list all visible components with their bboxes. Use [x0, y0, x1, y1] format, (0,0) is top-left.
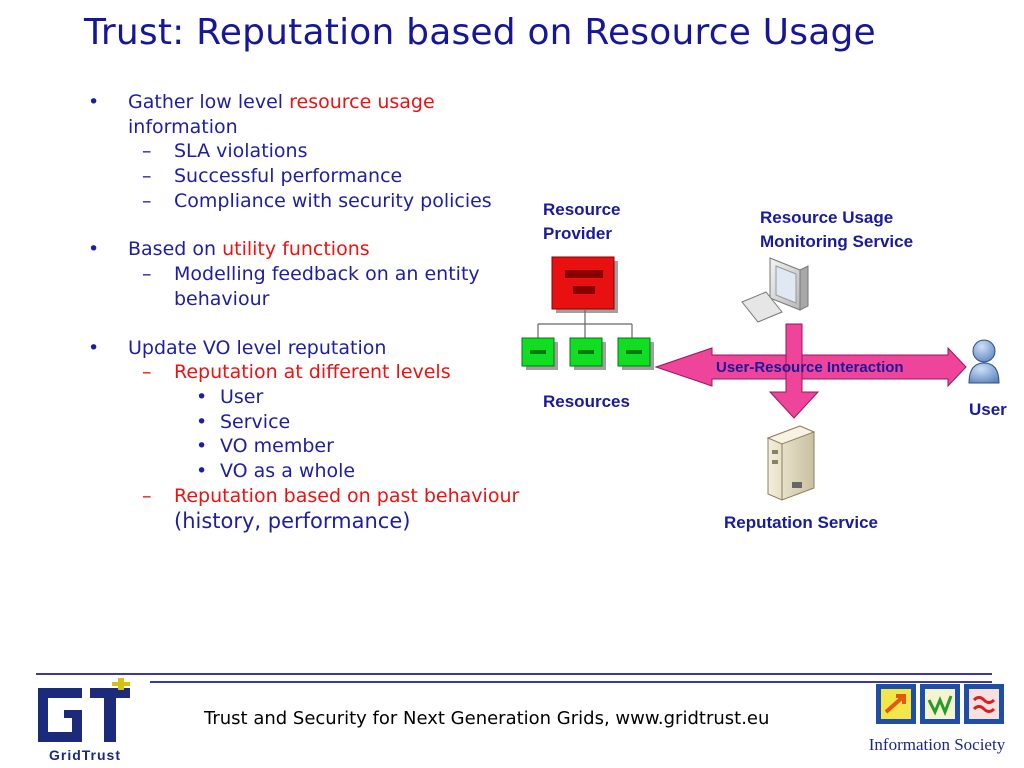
- resource-node: [569, 337, 606, 370]
- bullet-text: Update VO level reputation: [128, 336, 387, 359]
- sub-bullet: – Successful performance: [80, 164, 560, 189]
- resource-node: [617, 337, 654, 370]
- svg-text:Information Society: Information Society: [869, 735, 1006, 754]
- bullet-highlight: utility functions: [222, 238, 370, 261]
- bullet-marker: •: [196, 435, 208, 458]
- sub-bullet-text-cont: (history, performance): [174, 509, 411, 534]
- level-item-text: Service: [220, 410, 291, 433]
- sub-bullet: – Compliance with security policies: [80, 189, 560, 214]
- sub-bullet: – Reputation at different levels: [80, 360, 560, 385]
- level-item: • VO member: [80, 434, 560, 459]
- bullet-marker: •: [88, 336, 100, 359]
- resources-label: Resources: [543, 392, 630, 411]
- dash-marker: –: [142, 189, 152, 212]
- sub-bullet-text: Reputation at different levels: [174, 361, 451, 384]
- bullet-marker: •: [196, 385, 208, 408]
- sub-bullet-text: Compliance with security policies: [174, 189, 492, 212]
- slide-title: Trust: Reputation based on Resource Usag…: [84, 12, 876, 53]
- level-item-text: VO member: [220, 435, 334, 458]
- down-arrow: [768, 323, 820, 419]
- sub-bullet-text: Reputation based on past behaviour: [174, 484, 520, 507]
- sub-bullet: – SLA violations: [80, 139, 560, 164]
- bullet-utility: • Based on utility functions: [80, 237, 560, 262]
- bullet-marker: •: [88, 238, 100, 261]
- footer-divider: [150, 681, 992, 683]
- resource-provider-label: Resource Provider: [543, 200, 621, 243]
- level-item: • User: [80, 385, 560, 410]
- bullet-marker: •: [196, 410, 208, 433]
- level-item-text: User: [220, 385, 264, 408]
- sub-bullet-text: Successful performance: [174, 165, 403, 188]
- level-item: • VO as a whole: [80, 459, 560, 484]
- interaction-label: User-Resource Interaction: [716, 359, 904, 376]
- sub-bullet: – Modelling feedback on an entity behavi…: [80, 262, 514, 311]
- sub-bullet-text: SLA violations: [174, 140, 308, 163]
- computer-icon: [741, 257, 809, 323]
- bullet-marker: •: [196, 459, 208, 482]
- tree-connector: [537, 309, 633, 339]
- dash-marker: –: [142, 165, 152, 188]
- resource-node: [521, 337, 558, 370]
- bullet-list: • Gather low level resource usage inform…: [80, 90, 560, 536]
- bullet-marker: •: [88, 91, 100, 113]
- dash-marker: –: [142, 263, 152, 286]
- level-item-text: VO as a whole: [220, 459, 356, 482]
- reputation-service-label: Reputation Service: [724, 513, 878, 532]
- monitoring-service-label: Resource Usage Monitoring Service: [760, 208, 914, 251]
- bullet-text: Based on: [128, 238, 223, 261]
- footer-divider: [36, 673, 992, 675]
- bullet-text-cont: information: [128, 115, 238, 138]
- bullet-text: Gather low level: [128, 91, 290, 113]
- interaction-arrow: [654, 346, 967, 388]
- dash-marker: –: [142, 361, 152, 384]
- user-icon: [968, 339, 1000, 384]
- sub-bullet-text: Modelling feedback on an entity behaviou…: [174, 263, 480, 310]
- bullet-update: • Update VO level reputation: [80, 336, 560, 361]
- level-item: • Service: [80, 410, 560, 435]
- user-label: User: [969, 400, 1007, 419]
- resource-provider-node: [551, 256, 618, 313]
- sub-bullet: – Reputation based on past behaviour (hi…: [80, 484, 560, 536]
- dash-marker: –: [142, 140, 152, 163]
- bullet-highlight: resource usage: [289, 91, 435, 113]
- bullet-gather: • Gather low level resource usage inform…: [80, 90, 560, 139]
- information-society-logo: Information Society: [869, 684, 1006, 754]
- svg-text:GridTrust: GridTrust: [49, 747, 121, 763]
- server-icon: [766, 425, 816, 501]
- gridtrust-logo: GridTrust: [38, 678, 130, 763]
- dash-marker: –: [142, 484, 152, 507]
- footer-text: Trust and Security for Next Generation G…: [204, 708, 770, 729]
